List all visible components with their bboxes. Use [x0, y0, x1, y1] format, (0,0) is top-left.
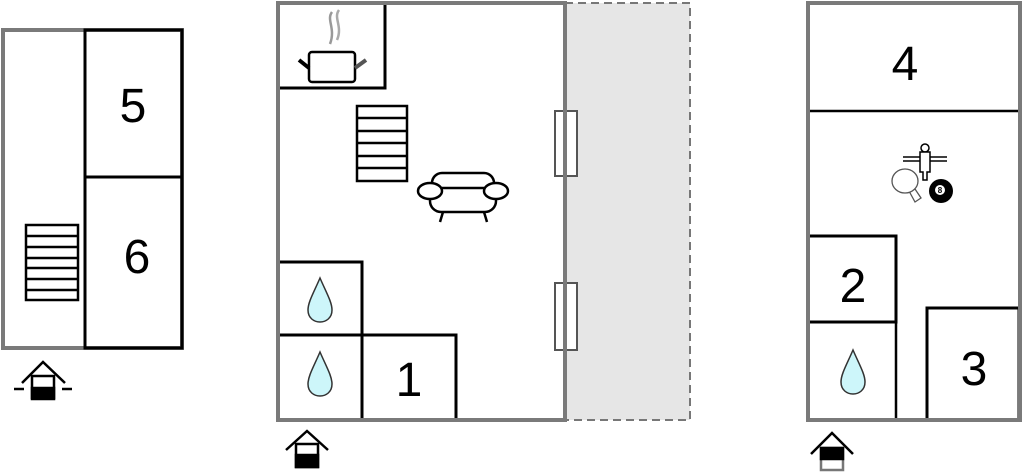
kitchen-icon	[297, 9, 368, 84]
billiard-ball-icon: 8	[929, 179, 953, 203]
right-building: 4 8 2 3	[806, 1, 1022, 472]
stairs-icon	[24, 223, 80, 302]
room-3-label: 3	[961, 343, 988, 396]
room-6	[83, 175, 184, 350]
entrance-icon	[14, 360, 72, 401]
entrance-icon	[810, 431, 854, 472]
entrance-icon	[285, 429, 329, 469]
left-building: 5 6	[1, 28, 184, 401]
terrace	[564, 2, 691, 421]
room-4-label: 4	[892, 38, 919, 91]
room-1-label: 1	[396, 354, 423, 407]
sofa-icon	[416, 171, 510, 223]
stairs-icon	[355, 104, 409, 183]
room-5-label: 5	[120, 80, 147, 133]
middle-building: 1	[276, 1, 691, 469]
room-6-label: 6	[124, 231, 151, 284]
table-football-icon	[903, 143, 947, 181]
svg-text:8: 8	[938, 186, 943, 195]
room-2-label: 2	[840, 260, 867, 313]
ping-pong-icon	[891, 168, 922, 203]
